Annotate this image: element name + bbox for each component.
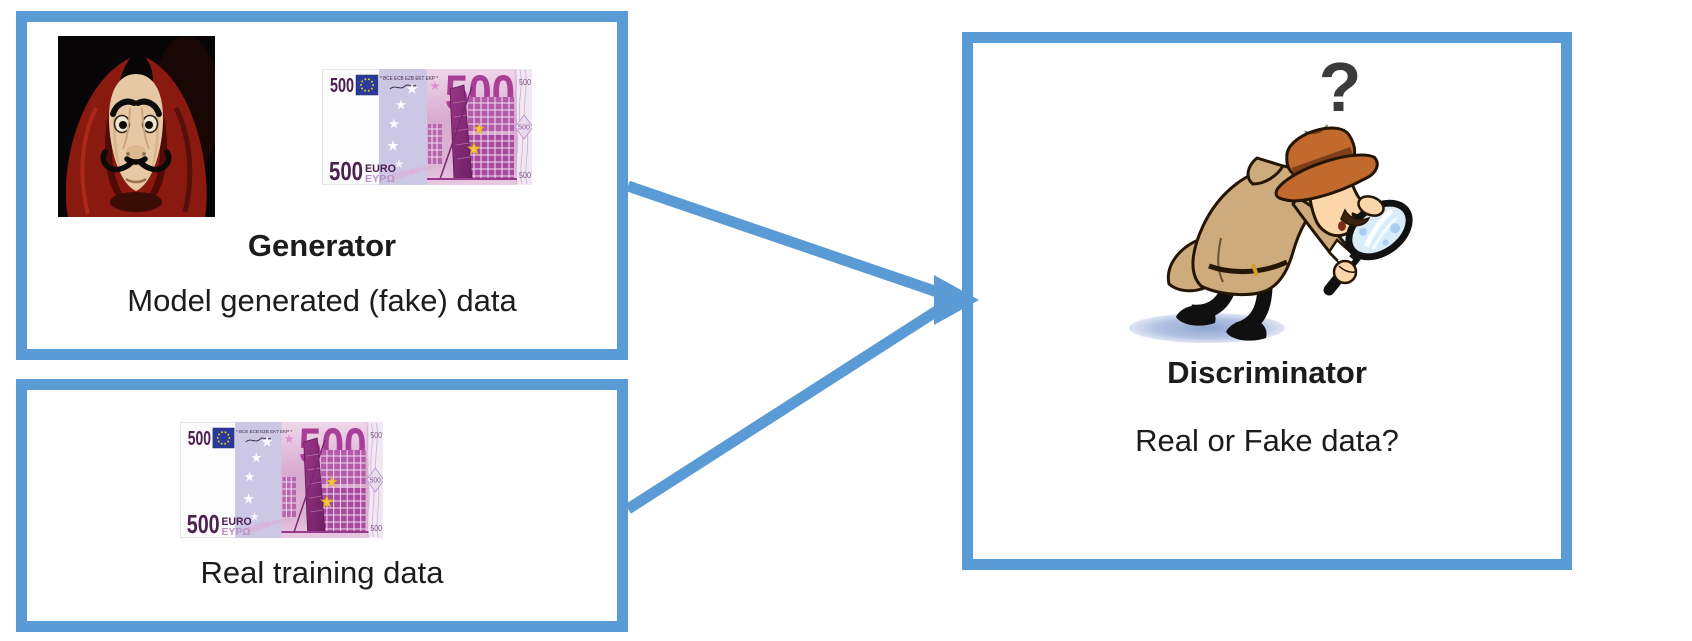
arrow-generator-to-discriminator bbox=[626, 180, 948, 301]
dali-mask-face bbox=[100, 74, 172, 191]
arrow-real-to-discriminator bbox=[625, 300, 949, 514]
detective-mustache bbox=[1340, 208, 1371, 227]
mouth bbox=[125, 177, 147, 184]
detective-nose bbox=[1357, 195, 1385, 217]
question-mark: ? bbox=[1318, 48, 1362, 126]
euro-banknote-fake bbox=[322, 69, 532, 185]
detective-graphic bbox=[1129, 124, 1413, 343]
generator-title: Generator bbox=[247, 228, 397, 263]
nose bbox=[126, 145, 146, 159]
generator-subtitle: Model generated (fake) data bbox=[127, 283, 517, 318]
discriminator-subtitle: Real or Fake data? bbox=[1135, 423, 1399, 458]
dali-mask-image bbox=[58, 36, 215, 217]
discriminator-title: Discriminator bbox=[1167, 355, 1367, 390]
detective-hat bbox=[1274, 124, 1379, 203]
euro-banknote-real bbox=[180, 422, 383, 538]
right-eyebrow bbox=[135, 98, 162, 117]
belt-buckle bbox=[1251, 263, 1259, 277]
left-eyebrow bbox=[110, 98, 137, 117]
real-data-label: Real training data bbox=[200, 555, 444, 590]
dali-mustache bbox=[100, 149, 172, 173]
